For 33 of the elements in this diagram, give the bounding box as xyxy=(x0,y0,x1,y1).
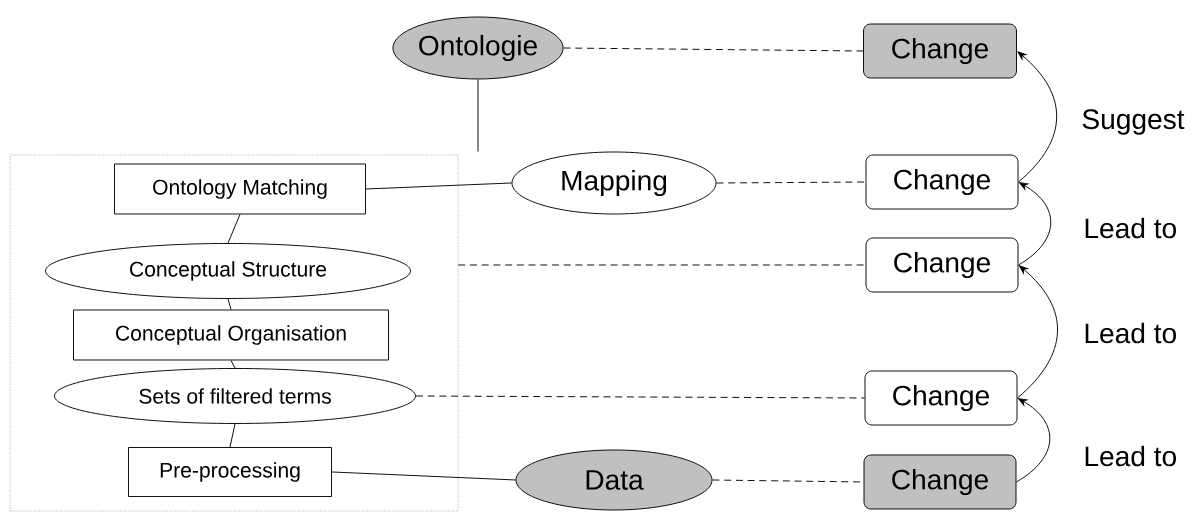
ellipse-node: Sets of filtered terms xyxy=(54,368,416,424)
edge-label: Lead to xyxy=(1082,444,1179,468)
connector xyxy=(230,360,236,369)
process-box: Conceptual Organisation xyxy=(73,309,389,361)
connector xyxy=(415,395,865,399)
edge-label: Lead to xyxy=(1082,216,1179,240)
rounded-box: Change xyxy=(863,454,1017,510)
edge-label: Suggest xyxy=(1080,108,1186,136)
dotted-frame xyxy=(9,154,459,512)
connector xyxy=(227,214,241,244)
connector xyxy=(1016,398,1051,483)
rounded-box: Change xyxy=(864,370,1018,426)
connector xyxy=(365,182,512,190)
connector xyxy=(457,264,866,266)
rounded-box: Change xyxy=(865,154,1019,210)
ellipse-node: Data xyxy=(515,449,713,511)
rounded-box: Change xyxy=(865,237,1019,293)
ellipse-node: Conceptual Structure xyxy=(45,243,411,299)
edge-label: Lead to xyxy=(1082,321,1179,345)
connector xyxy=(229,423,236,448)
rounded-box: Change xyxy=(863,23,1017,79)
process-box: Ontology Matching xyxy=(114,163,366,215)
connector xyxy=(1017,51,1058,183)
ellipse-node: Ontologie xyxy=(392,16,564,80)
connector xyxy=(227,298,232,310)
connector xyxy=(1018,182,1052,266)
connector xyxy=(563,47,864,52)
ellipse-node: Mapping xyxy=(511,151,717,215)
process-box: Pre-processing xyxy=(128,447,332,497)
connector xyxy=(331,471,516,481)
connector xyxy=(1017,265,1058,399)
connector xyxy=(477,79,479,152)
connector xyxy=(712,479,864,483)
